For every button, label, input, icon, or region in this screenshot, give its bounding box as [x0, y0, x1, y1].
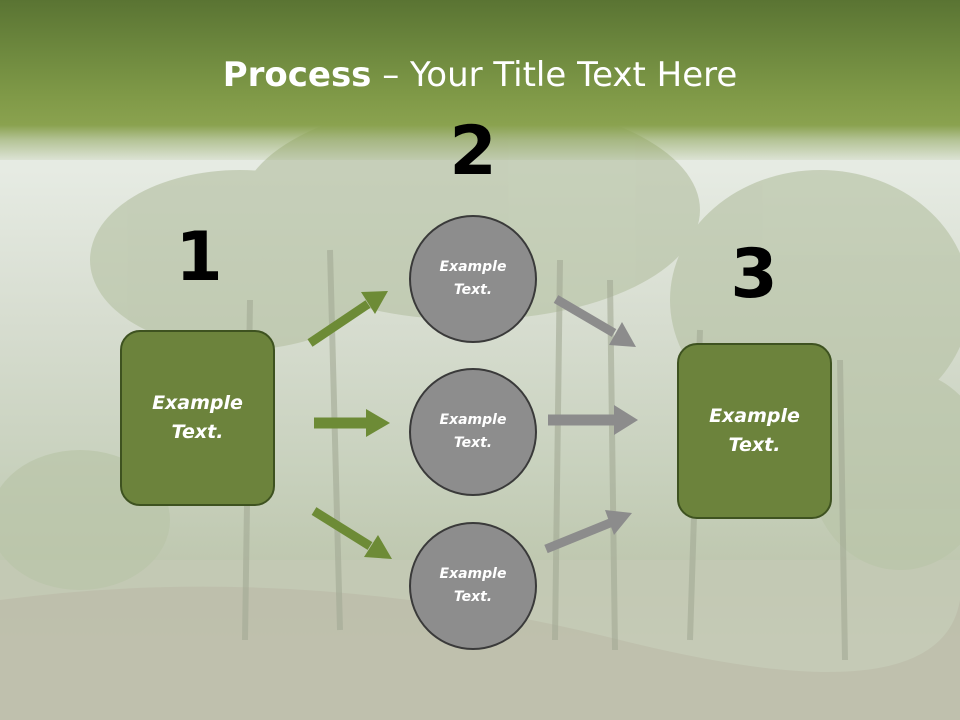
step2-circle-top: Example Text. [409, 215, 537, 343]
step-number-2: 2 [449, 112, 497, 191]
title-banner [0, 0, 960, 160]
arrow-step1-to-middle-circle [314, 409, 390, 437]
slide-title: Process – Your Title Text Here [0, 52, 960, 98]
step2-circle-middle: Example Text. [409, 368, 537, 496]
step-number-1: 1 [175, 218, 223, 297]
step2-circle-bottom: Example Text. [409, 522, 537, 650]
arrow-middle-circle-to-step3 [548, 405, 638, 435]
arrow-bottom-circle-to-step3 [544, 510, 632, 554]
arrow-step1-to-top-circle [307, 291, 388, 347]
title-rest: – Your Title Text Here [371, 55, 738, 95]
title-bold: Process [222, 55, 372, 95]
arrow-step1-to-bottom-circle [311, 507, 392, 559]
step3-box: Example Text. [677, 343, 832, 519]
step1-box: Example Text. [120, 330, 275, 506]
arrow-top-circle-to-step3 [553, 295, 636, 347]
step-number-3: 3 [730, 235, 778, 314]
